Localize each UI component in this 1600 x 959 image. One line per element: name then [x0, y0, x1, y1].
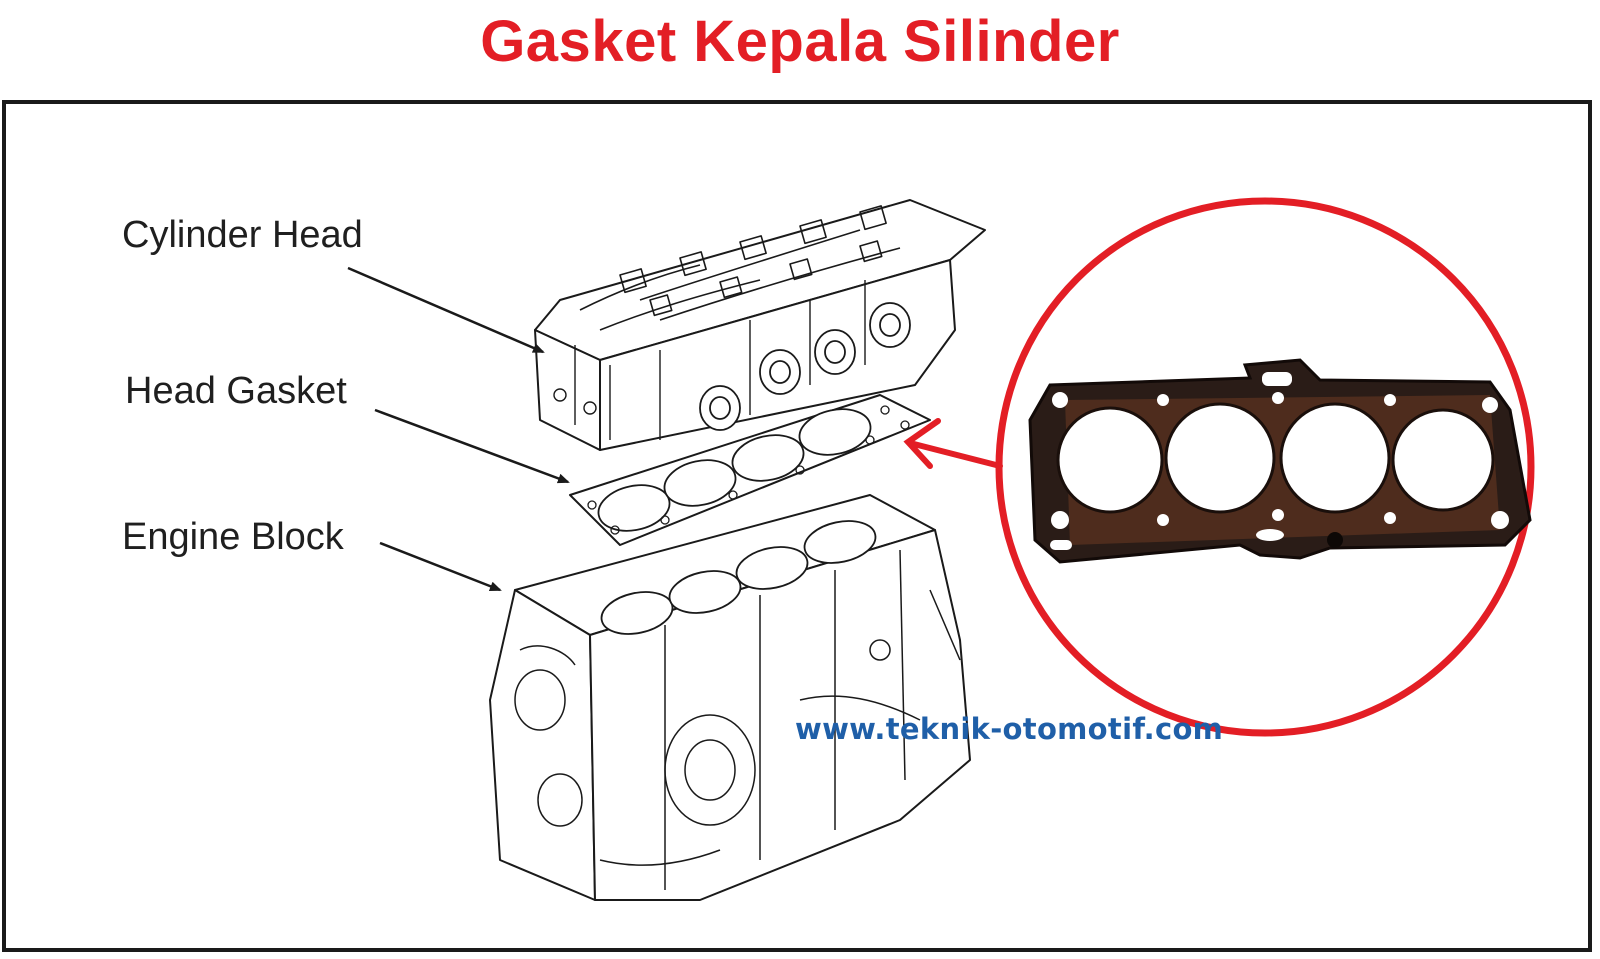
gasket-photo	[1028, 358, 1532, 564]
label-cylinder-head: Cylinder Head	[122, 214, 363, 256]
cylinder-head-arrow-icon	[347, 266, 545, 354]
watermark-url: www.teknik-otomotif.com	[795, 712, 1224, 746]
engine-block-arrow-icon	[379, 541, 502, 592]
callout-arrow-icon	[903, 418, 1003, 469]
engine-block-drawing	[489, 494, 971, 901]
head-gasket-drawing	[569, 394, 931, 546]
label-engine-block: Engine Block	[122, 516, 344, 558]
cylinder-head-drawing	[534, 199, 986, 451]
label-arrows	[347, 266, 570, 592]
page-title: Gasket Kepala Silinder	[480, 9, 1120, 74]
label-head-gasket: Head Gasket	[125, 370, 347, 412]
head-gasket-arrow-icon	[374, 408, 570, 484]
